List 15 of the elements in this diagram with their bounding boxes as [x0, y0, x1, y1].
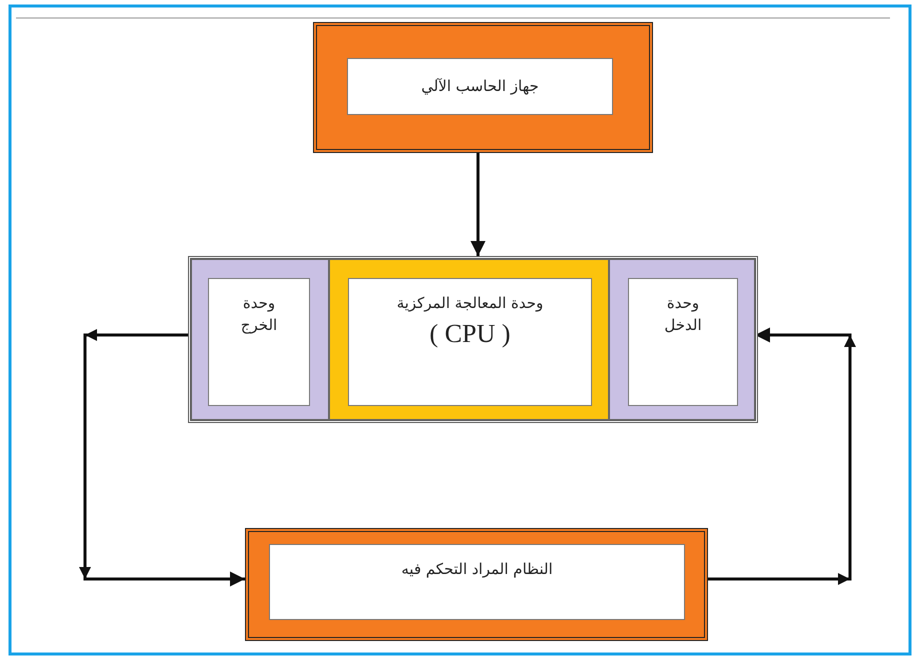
unit-group-box — [188, 256, 758, 423]
box-label: وحدة المعالجة المركزية — [396, 293, 544, 314]
abbreviation-label: ( CPU ) — [430, 318, 510, 349]
output-unit-box — [191, 259, 329, 420]
computer-box — [313, 22, 653, 153]
controlled-system-box — [245, 528, 708, 641]
box-label: جهاز الحاسب الآلي — [421, 76, 539, 97]
processing-unit-box — [329, 259, 609, 420]
arrow — [470, 153, 486, 256]
arrow — [79, 329, 245, 586]
box-label: النظام المراد التحكم فيه — [401, 559, 553, 580]
input-unit-box — [609, 259, 755, 420]
arrow — [708, 328, 856, 585]
box-label: وحدة الدخل — [663, 293, 703, 336]
box-label: وحدة الخرج — [240, 293, 278, 336]
